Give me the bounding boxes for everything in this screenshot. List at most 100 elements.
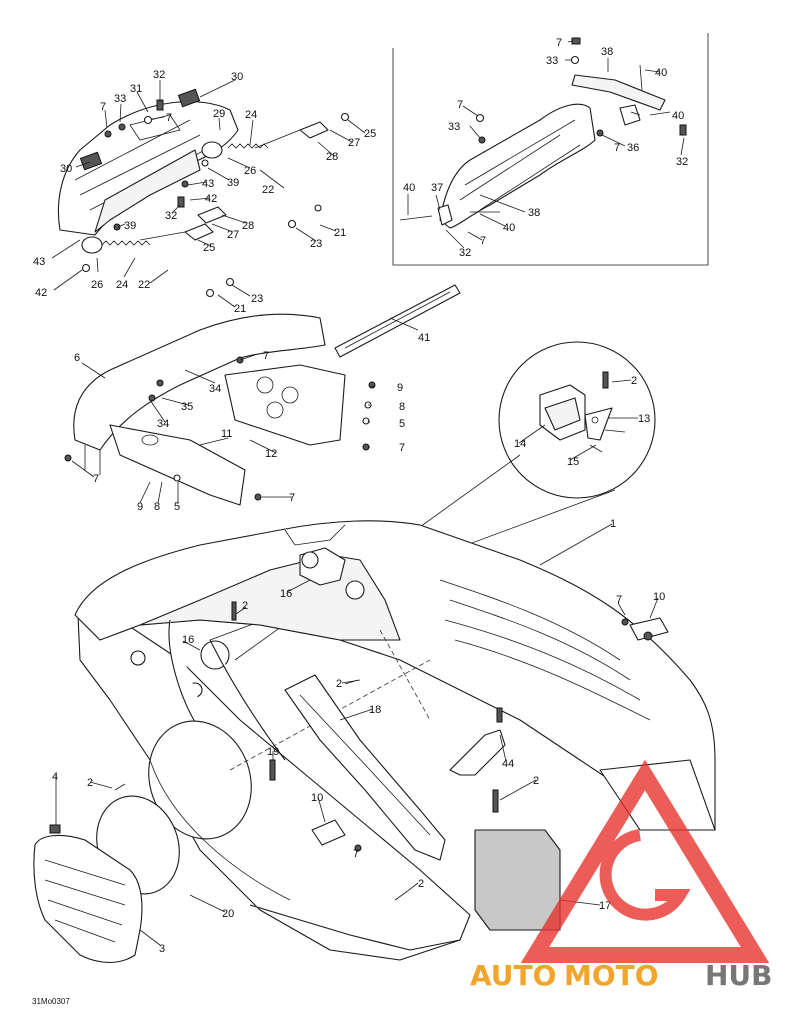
callout-7: 7 [457, 99, 463, 111]
watermark-wordmark: AUTO MOTO HUB [470, 959, 773, 992]
callout-8: 8 [154, 501, 160, 513]
callout-30: 30 [60, 163, 72, 175]
callout-20: 20 [222, 908, 234, 920]
callout-37: 37 [431, 182, 443, 194]
callout-21: 21 [334, 227, 346, 239]
grille-3 [33, 824, 143, 964]
callout-33: 33 [448, 121, 460, 133]
callout-15: 15 [567, 456, 579, 468]
diagram-code: 31Mo0307 [32, 997, 70, 1006]
callout-5: 5 [399, 418, 405, 430]
callout-42: 42 [205, 193, 217, 205]
watermark-word-auto: AUTO [470, 959, 556, 992]
callout-40: 40 [672, 110, 684, 122]
watermark-word-moto: MOTO [564, 959, 659, 992]
callout-26: 26 [244, 165, 256, 177]
callout-23: 23 [251, 293, 263, 305]
callout-7: 7 [480, 235, 486, 247]
callout-29: 29 [213, 108, 225, 120]
callout-7: 7 [93, 473, 99, 485]
callout-7: 7 [353, 848, 359, 860]
callout-2: 2 [631, 375, 637, 387]
callout-30: 30 [231, 71, 243, 83]
leader-lines [51, 40, 685, 946]
callout-32: 32 [459, 247, 471, 259]
callout-9: 9 [397, 382, 403, 394]
callout-43: 43 [33, 256, 45, 268]
callout-8: 8 [399, 401, 405, 413]
callout-28: 28 [242, 220, 254, 232]
callout-7: 7 [556, 37, 562, 49]
inset-box [392, 33, 709, 266]
callout-32: 32 [676, 156, 688, 168]
callout-39: 39 [124, 220, 136, 232]
callout-22: 22 [262, 184, 274, 196]
rear-frame-assembly [399, 37, 687, 229]
callout-1: 1 [610, 518, 616, 530]
callout-34: 34 [157, 418, 169, 430]
callout-21: 21 [234, 303, 246, 315]
callout-25: 25 [203, 242, 215, 254]
callout-7: 7 [166, 112, 172, 124]
callout-34: 34 [209, 383, 221, 395]
callout-32: 32 [153, 69, 165, 81]
callout-17: 17 [599, 900, 611, 912]
callout-10: 10 [311, 792, 323, 804]
callout-27: 27 [348, 137, 360, 149]
callout-2: 2 [418, 878, 424, 890]
callout-labels: 32 30 7 33 31 7 29 24 25 30 27 28 26 39 … [32, 37, 688, 1006]
main-body-part-1 [74, 520, 716, 961]
side-rail-18 [284, 674, 446, 861]
callout-2: 2 [533, 775, 539, 787]
callout-28: 28 [326, 151, 338, 163]
callout-6: 6 [74, 352, 80, 364]
callout-12: 12 [265, 448, 277, 460]
callout-7: 7 [100, 101, 106, 113]
callout-3: 3 [159, 943, 165, 955]
callout-19: 19 [267, 746, 279, 758]
watermark-logo [520, 759, 770, 963]
callout-26: 26 [91, 279, 103, 291]
callout-31: 31 [130, 83, 142, 95]
callout-16: 16 [182, 634, 194, 646]
callout-42: 42 [35, 287, 47, 299]
callout-4: 4 [52, 771, 58, 783]
bracket-44 [449, 707, 506, 813]
callout-2: 2 [336, 678, 342, 690]
callout-7: 7 [616, 594, 622, 606]
callout-40: 40 [655, 67, 667, 79]
callout-27: 27 [227, 229, 239, 241]
callout-23: 23 [310, 238, 322, 250]
callout-5: 5 [174, 501, 180, 513]
callout-13: 13 [638, 413, 650, 425]
pad-17 [474, 829, 561, 931]
callout-33: 33 [546, 55, 558, 67]
callout-35: 35 [181, 401, 193, 413]
callout-11: 11 [221, 428, 232, 440]
watermark-word-hub: HUB [705, 959, 773, 992]
callout-7: 7 [263, 350, 269, 362]
callout-16: 16 [280, 588, 292, 600]
callout-38: 38 [528, 207, 540, 219]
callout-41: 41 [418, 332, 430, 344]
callout-9: 9 [137, 501, 143, 513]
callout-40: 40 [503, 222, 515, 234]
callout-22: 22 [138, 279, 150, 291]
callout-10: 10 [653, 591, 665, 603]
callout-32: 32 [165, 210, 177, 222]
callout-24: 24 [245, 109, 257, 121]
callout-39: 39 [227, 177, 239, 189]
callout-36: 36 [627, 142, 639, 154]
middle-frame-assembly [64, 313, 376, 506]
front-frame-assembly [57, 88, 350, 298]
callout-2: 2 [242, 600, 248, 612]
callout-7: 7 [399, 442, 405, 454]
callout-14: 14 [514, 438, 526, 450]
callout-33: 33 [114, 93, 126, 105]
callout-43: 43 [202, 178, 214, 190]
callout-7: 7 [289, 492, 295, 504]
callout-7: 7 [614, 142, 620, 154]
callout-44: 44 [502, 758, 514, 770]
callout-25: 25 [364, 128, 376, 140]
